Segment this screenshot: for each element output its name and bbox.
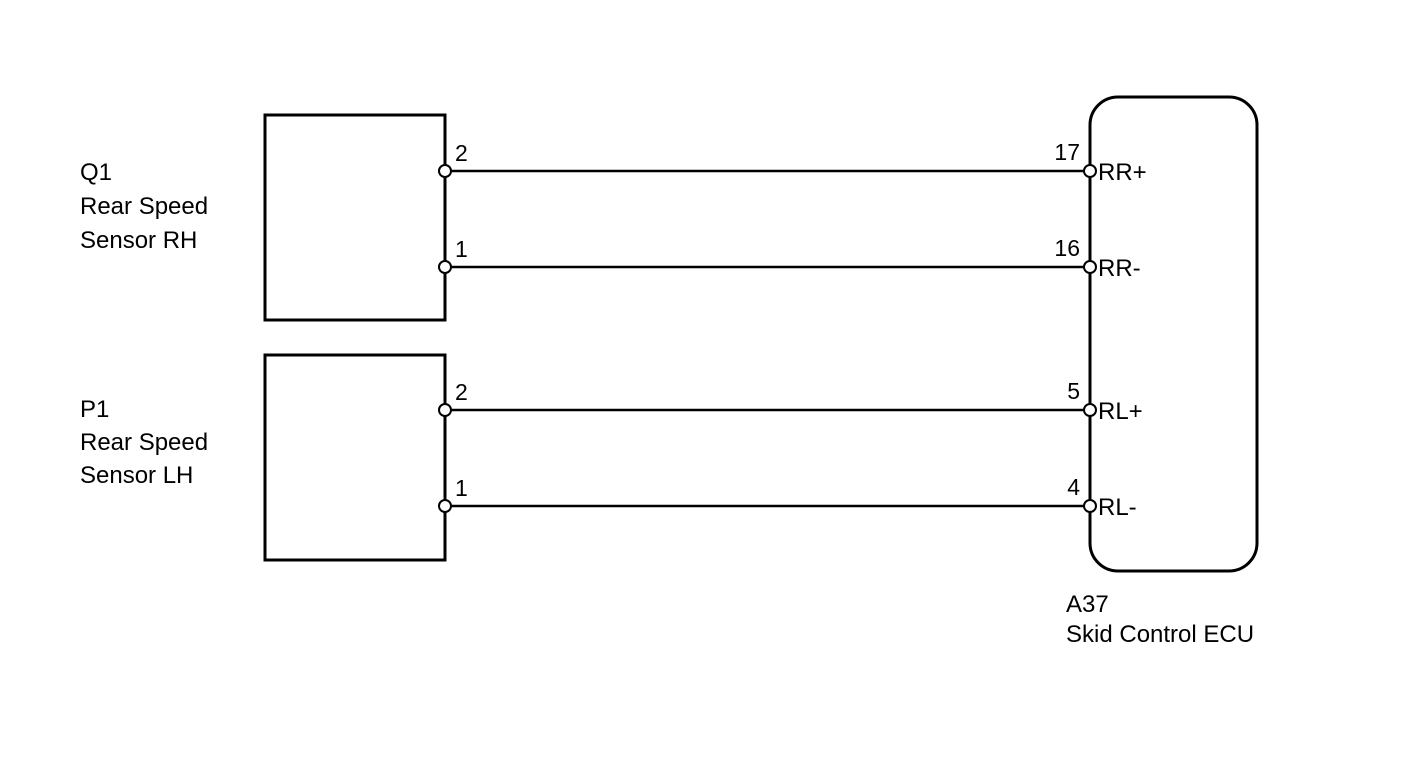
pin-number-a37-5: 5 [1067,378,1080,404]
sensor-p1-code: P1 [80,396,109,423]
ecu-a37-code: A37 [1066,591,1109,618]
pin-number-a37-4: 4 [1067,474,1080,500]
sensor-q1: Q1 Rear Speed Sensor RH [80,113,447,322]
signal-rl-minus: RL- [1098,494,1137,521]
sensor-p1-name-line2: Sensor LH [80,462,193,489]
pin-number-p1-2: 2 [455,379,468,405]
pin-number-a37-16: 16 [1054,235,1080,261]
terminal-a37-5 [1083,403,1097,417]
sensor-p1: P1 Rear Speed Sensor LH [80,353,447,562]
pin-number-p1-1: 1 [455,475,468,501]
ecu-a37-name: Skid Control ECU [1066,621,1254,648]
sensor-p1-box [263,353,447,562]
ecu-a37: A37 Skid Control ECU [1066,95,1259,648]
terminal-p1-2 [438,403,452,417]
pin-number-q1-1: 1 [455,236,468,262]
terminal-a37-17 [1083,164,1097,178]
sensor-p1-name-line1: Rear Speed [80,429,208,456]
terminal-a37-4 [1083,499,1097,513]
signal-rr-plus: RR+ [1098,159,1147,186]
sensor-q1-code: Q1 [80,159,112,186]
terminal-p1-1 [438,499,452,513]
sensor-q1-name-line1: Rear Speed [80,193,208,220]
signal-rl-plus: RL+ [1098,398,1143,425]
pin-number-q1-2: 2 [455,140,468,166]
sensor-q1-name-line2: Sensor RH [80,227,197,254]
ecu-a37-box [1088,95,1259,573]
signal-rr-minus: RR- [1098,255,1141,282]
sensor-q1-box [263,113,447,322]
terminal-q1-1 [438,260,452,274]
terminal-a37-16 [1083,260,1097,274]
pin-number-a37-17: 17 [1054,139,1080,165]
terminal-q1-2 [438,164,452,178]
